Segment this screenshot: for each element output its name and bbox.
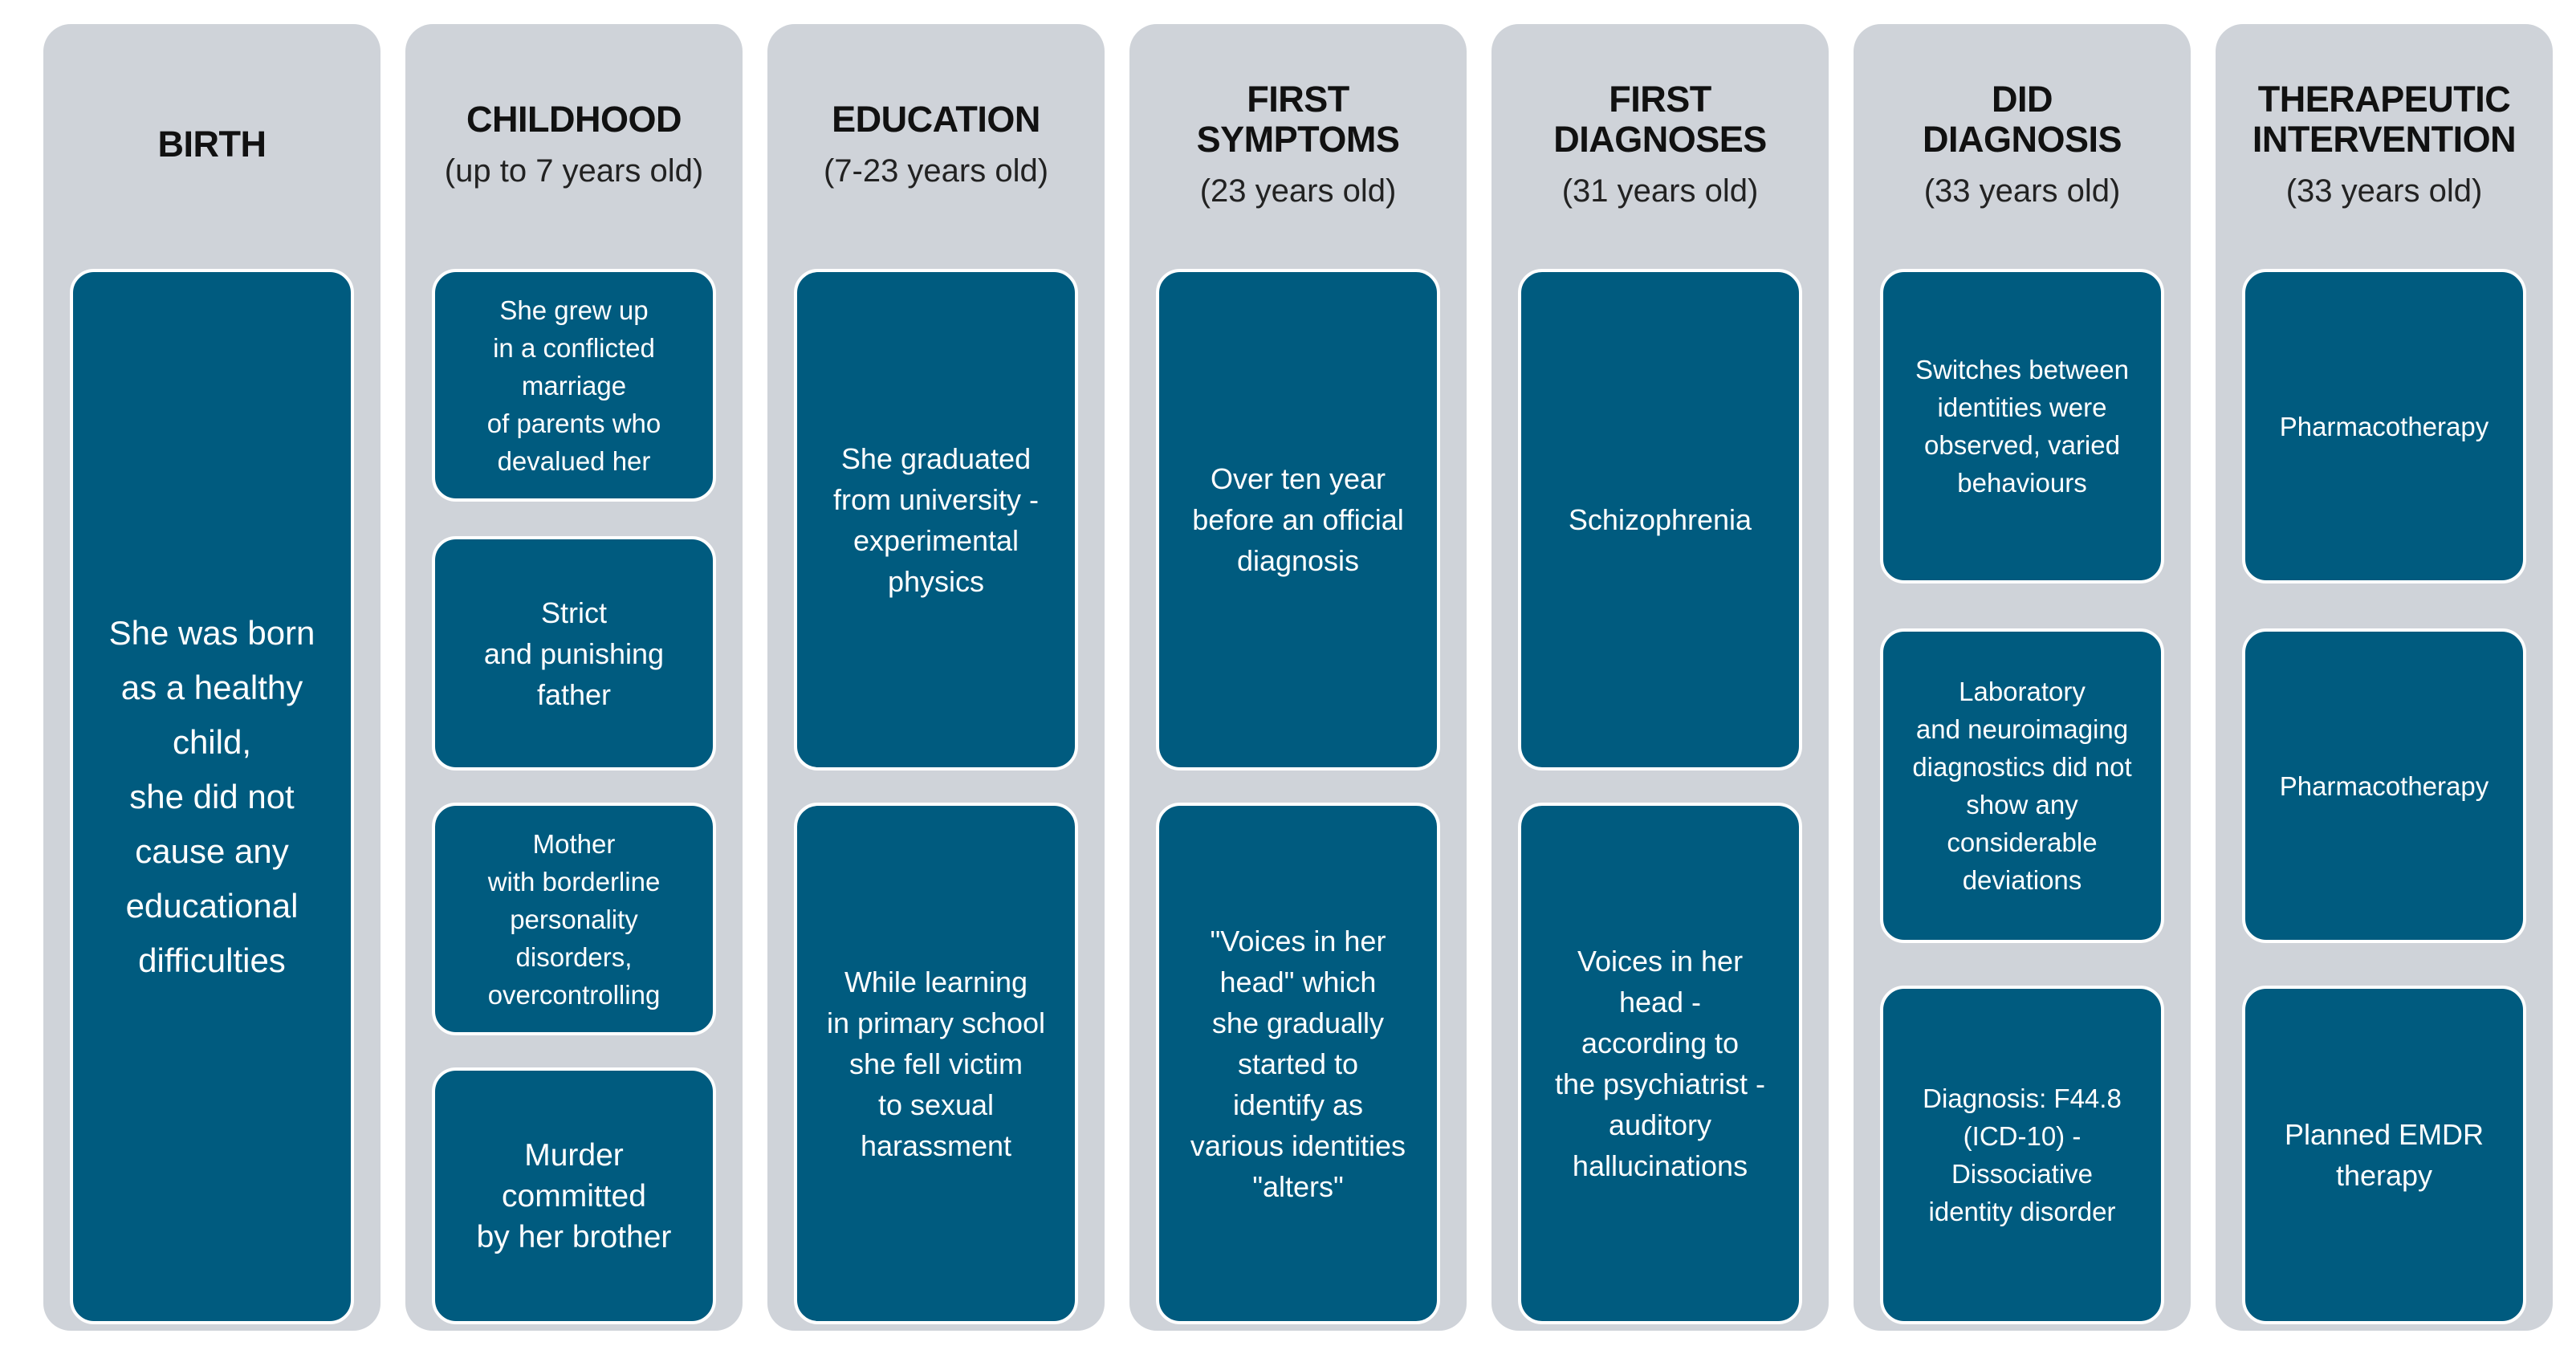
column-header: FIRST DIAGNOSES (31 years old) bbox=[1491, 24, 1829, 265]
column-title: EDUCATION bbox=[832, 99, 1040, 140]
column-age-range: (23 years old) bbox=[1199, 173, 1397, 209]
stage-box: While learning in primary school she fel… bbox=[794, 803, 1078, 1324]
stage-box: She graduated from university - experime… bbox=[794, 269, 1078, 770]
stage-box: Planned EMDR therapy bbox=[2242, 986, 2526, 1324]
stage-box: Strict and punishing father bbox=[432, 536, 716, 770]
column-header: CHILDHOOD (up to 7 years old) bbox=[405, 24, 743, 265]
stage-box: Schizophrenia bbox=[1518, 269, 1802, 770]
column-header: BIRTH bbox=[43, 24, 380, 265]
column-therapeutic-intervention: THERAPEUTIC INTERVENTION (33 years old) … bbox=[2216, 24, 2553, 1331]
column-header: THERAPEUTIC INTERVENTION (33 years old) bbox=[2216, 24, 2553, 265]
column-childhood: CHILDHOOD (up to 7 years old) She grew u… bbox=[405, 24, 743, 1331]
column-age-range: (31 years old) bbox=[1561, 173, 1759, 209]
stage-box: Pharmacotherapy bbox=[2242, 269, 2526, 583]
column-age-range: (7-23 years old) bbox=[823, 153, 1049, 189]
column-first-symptoms: FIRST SYMPTOMS (23 years old) Over ten y… bbox=[1129, 24, 1467, 1331]
column-header: EDUCATION (7-23 years old) bbox=[767, 24, 1105, 265]
stage-box: Pharmacotherapy bbox=[2242, 628, 2526, 943]
stage-box: She grew up in a conflicted marriage of … bbox=[432, 269, 716, 502]
stage-box: Over ten year before an official diagnos… bbox=[1156, 269, 1440, 770]
column-birth: BIRTH She was born as a healthy child, s… bbox=[43, 24, 380, 1331]
stage-box: Mother with borderline personality disor… bbox=[432, 803, 716, 1035]
column-age-range: (33 years old) bbox=[1923, 173, 2121, 209]
column-title: BIRTH bbox=[157, 124, 267, 165]
stage-box: "Voices in her head" which she gradually… bbox=[1156, 803, 1440, 1324]
stage-box: Diagnosis: F44.8 (ICD-10) - Dissociative… bbox=[1880, 986, 2164, 1324]
stage-box: Switches between identities were observe… bbox=[1880, 269, 2164, 583]
column-age-range: (up to 7 years old) bbox=[444, 153, 704, 189]
stage-box: She was born as a healthy child, she did… bbox=[70, 269, 354, 1324]
column-title: THERAPEUTIC INTERVENTION bbox=[2252, 79, 2517, 160]
column-age-range: (33 years old) bbox=[2285, 173, 2483, 209]
column-title: FIRST SYMPTOMS bbox=[1196, 79, 1400, 160]
column-header: FIRST SYMPTOMS (23 years old) bbox=[1129, 24, 1467, 265]
column-education: EDUCATION (7-23 years old) She graduated… bbox=[767, 24, 1105, 1331]
column-title: CHILDHOOD bbox=[466, 99, 682, 140]
column-first-diagnoses: FIRST DIAGNOSES (31 years old) Schizophr… bbox=[1491, 24, 1829, 1331]
column-did-diagnosis: DID DIAGNOSIS (33 years old) Switches be… bbox=[1854, 24, 2191, 1331]
column-title: DID DIAGNOSIS bbox=[1922, 79, 2122, 160]
stage-box: Laboratory and neuroimaging diagnostics … bbox=[1880, 628, 2164, 943]
stage-box: Voices in her head - according to the ps… bbox=[1518, 803, 1802, 1324]
stage-box: Murder committed by her brother bbox=[432, 1067, 716, 1324]
column-header: DID DIAGNOSIS (33 years old) bbox=[1854, 24, 2191, 265]
column-title: FIRST DIAGNOSES bbox=[1553, 79, 1767, 160]
